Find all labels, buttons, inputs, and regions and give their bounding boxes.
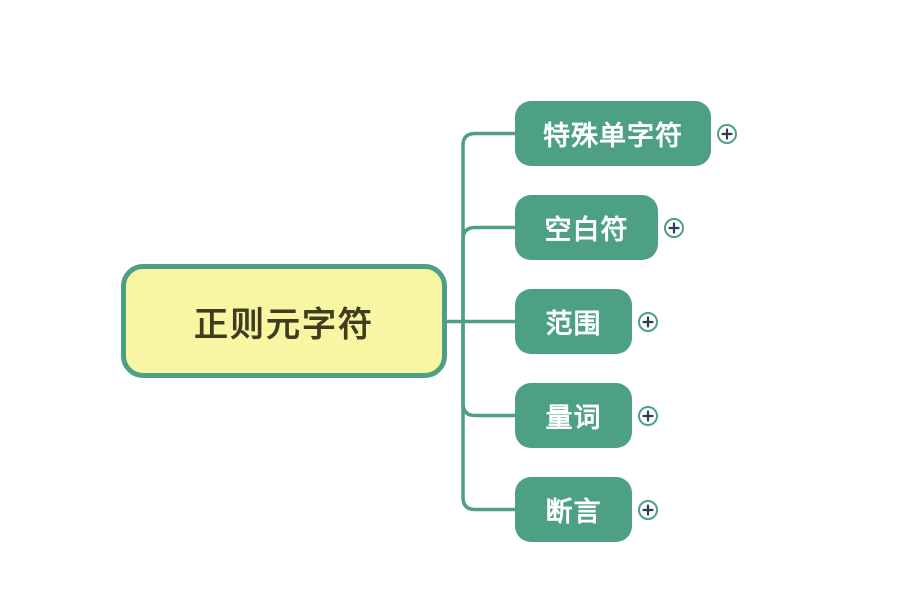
expand-button[interactable] <box>663 217 685 239</box>
plus-circle-icon <box>717 124 737 144</box>
child-node-assertion[interactable]: 断言 <box>515 477 632 542</box>
connector-branch-whitespace <box>461 225 517 324</box>
expand-button[interactable] <box>716 123 738 145</box>
plus-circle-icon <box>638 312 658 332</box>
child-node-special-single-chars[interactable]: 特殊单字符 <box>515 101 711 166</box>
plus-circle-icon <box>638 500 658 520</box>
expand-button[interactable] <box>637 405 659 427</box>
plus-circle-icon <box>664 218 684 238</box>
child-node-label: 空白符 <box>544 215 629 245</box>
child-node-quantifier[interactable]: 量词 <box>515 383 632 448</box>
connector-branch-quantifier <box>461 319 517 418</box>
connector-branch-assertion <box>461 319 517 512</box>
plus-circle-icon <box>638 406 658 426</box>
expand-button[interactable] <box>637 499 659 521</box>
child-node-range[interactable]: 范围 <box>515 289 632 354</box>
root-node-label: 正则元字符 <box>194 305 374 344</box>
child-node-label: 特殊单字符 <box>543 121 683 151</box>
connector-branch-special-chars <box>461 131 517 324</box>
child-node-label: 量词 <box>545 403 602 433</box>
expand-button[interactable] <box>637 311 659 333</box>
root-node[interactable]: 正则元字符 <box>121 264 447 378</box>
child-node-label: 断言 <box>545 497 602 527</box>
child-node-label: 范围 <box>545 309 602 339</box>
child-node-whitespace[interactable]: 空白符 <box>515 195 658 260</box>
